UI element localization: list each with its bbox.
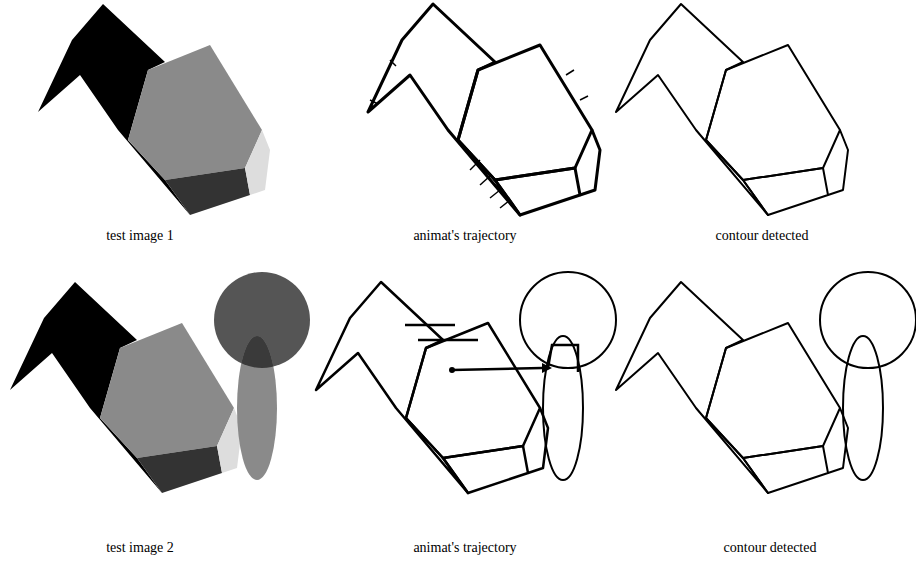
panel-caption: test image 2 bbox=[106, 540, 174, 556]
panel-caption: contour detected bbox=[724, 540, 817, 556]
panel-caption: animat's trajectory bbox=[413, 540, 516, 556]
trajectory bbox=[316, 272, 616, 493]
panel-caption: contour detected bbox=[716, 228, 809, 244]
contour bbox=[616, 272, 916, 493]
panel-caption: test image 1 bbox=[106, 228, 174, 244]
test-image bbox=[38, 4, 270, 215]
trajectory bbox=[368, 4, 600, 215]
test-image bbox=[10, 272, 310, 493]
contour bbox=[616, 4, 848, 215]
panel-caption: animat's trajectory bbox=[413, 228, 516, 244]
